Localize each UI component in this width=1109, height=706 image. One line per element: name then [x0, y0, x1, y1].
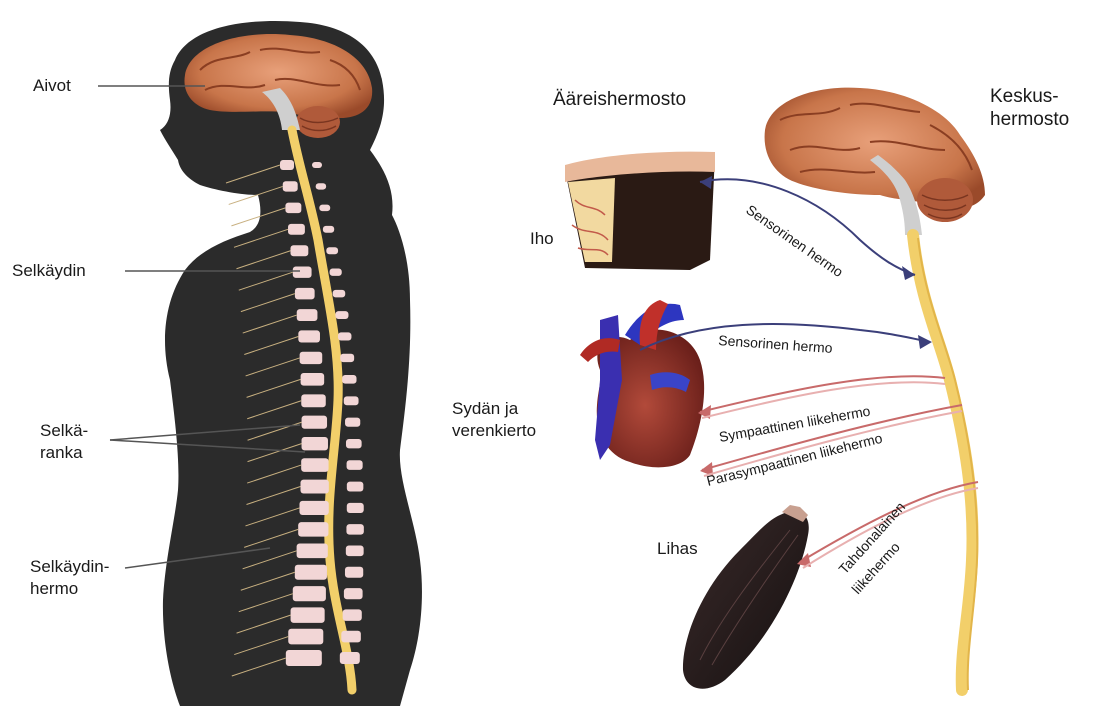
- vertebra-body: [298, 522, 328, 536]
- vertebra-body: [297, 309, 318, 321]
- vertebra-process: [341, 631, 361, 643]
- vertebra-body: [295, 565, 327, 580]
- vertebra-body: [301, 373, 325, 386]
- vertebra-process: [316, 183, 326, 189]
- vertebra-process: [342, 375, 356, 384]
- vertebra-process: [346, 439, 362, 448]
- vertebra-body: [288, 224, 305, 235]
- vertebra-body: [295, 288, 315, 300]
- vertebra-body: [302, 416, 327, 429]
- vertebra-process: [344, 396, 359, 405]
- right-brain: [765, 88, 985, 235]
- heart: [580, 300, 704, 467]
- vertebra-body: [288, 629, 323, 645]
- vertebra-body: [300, 352, 323, 364]
- vertebra-body: [280, 160, 294, 170]
- vertebra-body: [301, 458, 328, 472]
- vertebra-process: [347, 460, 363, 470]
- vertebra-body: [299, 501, 328, 515]
- vertebra-process: [323, 226, 334, 233]
- vertebra-process: [345, 567, 363, 578]
- vertebra-process: [347, 482, 364, 492]
- heading-central-1: Keskus-: [990, 85, 1059, 109]
- heading-central-2: hermosto: [990, 108, 1069, 132]
- vertebra-body: [285, 203, 301, 214]
- vertebra-process: [347, 503, 364, 513]
- label-spinal-nerve-2: hermo: [30, 578, 78, 599]
- vertebra-process: [340, 652, 360, 664]
- vertebra-body: [293, 267, 312, 278]
- label-spinal-nerve-1: Selkäydin-: [30, 556, 109, 577]
- vertebra-body: [297, 543, 328, 558]
- vertebra-body: [293, 586, 326, 601]
- vertebra-body: [286, 650, 322, 666]
- label-heart-2: verenkierto: [452, 420, 536, 441]
- label-sensory-skin: Sensorinen hermo: [743, 201, 846, 280]
- label-muscle: Lihas: [657, 538, 698, 559]
- vertebra-body: [291, 607, 325, 622]
- vertebra-process: [330, 269, 342, 276]
- vertebra-process: [333, 290, 346, 298]
- vertebra-body: [283, 181, 298, 191]
- label-heart-1: Sydän ja: [452, 398, 518, 419]
- label-spine-2: ranka: [40, 442, 83, 463]
- right-spinal-cord: [913, 235, 977, 690]
- label-brain: Aivot: [33, 75, 71, 96]
- label-spinal-cord: Selkäydin: [12, 260, 86, 281]
- vertebra-process: [335, 311, 348, 319]
- vertebra-process: [319, 205, 330, 212]
- muscle: [683, 505, 809, 689]
- vertebra-body: [300, 480, 328, 494]
- vertebra-process: [345, 418, 360, 427]
- vertebra-process: [340, 354, 354, 362]
- vertebra-body: [298, 330, 320, 342]
- vertebra-process: [346, 524, 363, 534]
- vertebra-process: [326, 247, 338, 254]
- vertebra-process: [346, 545, 364, 556]
- vertebra-process: [312, 162, 322, 168]
- vertebra-process: [344, 588, 363, 599]
- vertebra-process: [343, 609, 362, 620]
- heading-peripheral: Ääreishermosto: [553, 88, 686, 112]
- vertebra-process: [338, 332, 351, 340]
- label-skin: Iho: [530, 228, 554, 249]
- label-sensory-heart: Sensorinen hermo: [718, 332, 833, 356]
- skin-sample: [565, 152, 715, 270]
- vertebra-body: [302, 437, 328, 450]
- label-spine-1: Selkä-: [40, 420, 88, 441]
- vertebra-body: [301, 394, 326, 407]
- vertebra-body: [290, 245, 308, 256]
